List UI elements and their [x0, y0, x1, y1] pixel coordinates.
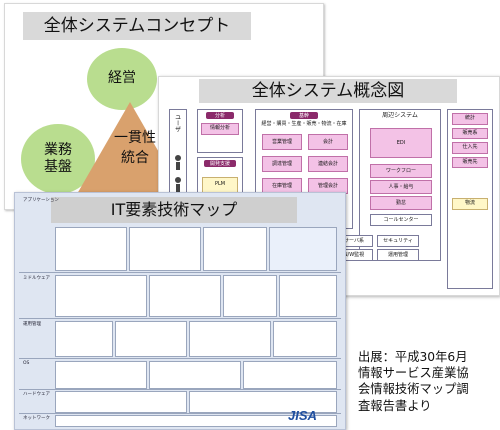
map-block — [189, 391, 337, 413]
plm-box: PLM — [202, 177, 238, 193]
jisa-logo-text: JISA — [288, 408, 317, 423]
source-line-3: 会情報技術マップ調 — [358, 382, 469, 397]
external-item-2: 販売系 — [452, 127, 488, 139]
core-header: 基幹 — [290, 112, 318, 119]
analysis-group: 分析 情報分析 — [197, 109, 243, 153]
management-circle: 経営 — [87, 48, 157, 110]
info-analysis-box: 情報分析 — [201, 123, 239, 135]
user-label: ユーザ — [173, 114, 181, 132]
map-block — [129, 227, 201, 271]
user-figures-icon — [175, 155, 181, 192]
core-subheader: 経営・購買・生産・販売・物流・在庫 — [261, 121, 347, 127]
external-item-5: 物流 — [452, 198, 488, 210]
map-block — [269, 227, 337, 271]
map-block — [55, 415, 337, 427]
consistency-label: 一貫性 — [114, 130, 156, 146]
sales-mgmt-box: 営業管理 — [262, 134, 302, 150]
map-block — [203, 227, 267, 271]
periphery-title: 周辺システム — [382, 112, 418, 119]
section-operations: 運用管理 — [23, 322, 41, 327]
overview-title: 全体システム概念図 — [199, 79, 457, 103]
business-label-line1: 業務 — [44, 141, 72, 158]
source-line-1: 出展：平成30年6月 — [358, 350, 468, 364]
external-column: 統計 販売系 仕入先 販売先 物流 — [447, 109, 493, 289]
management-label: 経営 — [108, 70, 136, 87]
source-line-4: 査報告書より — [358, 398, 432, 413]
call-center-box: コールセンター — [370, 214, 432, 226]
external-item-3: 仕入先 — [452, 142, 488, 154]
map-block — [243, 361, 337, 389]
business-label-line2: 基盤 — [44, 159, 72, 175]
consistency-triangle: 一貫性 統合 — [77, 102, 183, 194]
map-divider — [19, 272, 341, 273]
concept-title: 全体システムコンセプト — [23, 12, 251, 40]
source-note: 出展：平成30年6月 情報サービス産業協 会情報技術マップ調 査報告書より — [358, 349, 498, 414]
business-foundation-circle: 業務 基盤 — [21, 124, 95, 194]
attendance-box: 勤怠 — [370, 196, 432, 210]
section-middleware: ミドルウェア — [23, 276, 50, 281]
integration-label: 統合 — [121, 150, 149, 166]
section-application: アプリケーション — [23, 198, 59, 203]
map-block — [149, 361, 241, 389]
consolidated-box: 連結会計 — [308, 156, 348, 172]
hr-payroll-box: 人事・給与 — [370, 180, 432, 194]
map-block — [55, 227, 127, 271]
section-hardware: ハードウェア — [23, 392, 50, 397]
jisa-logo: JISA — [288, 408, 317, 423]
ops-mgmt-box: 運用管理 — [377, 249, 419, 261]
it-map-title: IT要素技術マップ — [51, 197, 297, 223]
section-network: ネットワーク — [23, 416, 50, 421]
accounting-box: 会計 — [308, 134, 348, 150]
external-item-1: 統計 — [452, 113, 488, 125]
external-item-4: 販売先 — [452, 156, 488, 168]
edi-box: EDI — [370, 128, 432, 158]
map-block — [223, 275, 277, 317]
map-block — [55, 275, 147, 317]
map-block — [149, 275, 221, 317]
map-block — [55, 391, 187, 413]
it-map-slide: IT要素技術マップ アプリケーション ミドルウェア 運用管理 OS ハードウェア… — [14, 192, 346, 430]
map-block — [55, 321, 113, 357]
procurement-box: 調達管理 — [262, 156, 302, 172]
map-divider — [19, 358, 341, 359]
map-divider — [19, 413, 341, 414]
workflow-box: ワークフロー — [370, 164, 432, 178]
security-box: セキュリティ — [377, 235, 419, 247]
dev-support-header: 開発支援 — [204, 160, 236, 167]
section-os: OS — [23, 361, 30, 366]
source-line-2: 情報サービス産業協 — [358, 366, 469, 381]
map-block — [55, 361, 147, 389]
map-block — [189, 321, 271, 357]
map-divider — [19, 389, 341, 390]
map-block — [115, 321, 187, 357]
analysis-header: 分析 — [206, 112, 234, 119]
map-block — [273, 321, 337, 357]
map-divider — [19, 318, 341, 319]
map-block — [279, 275, 337, 317]
